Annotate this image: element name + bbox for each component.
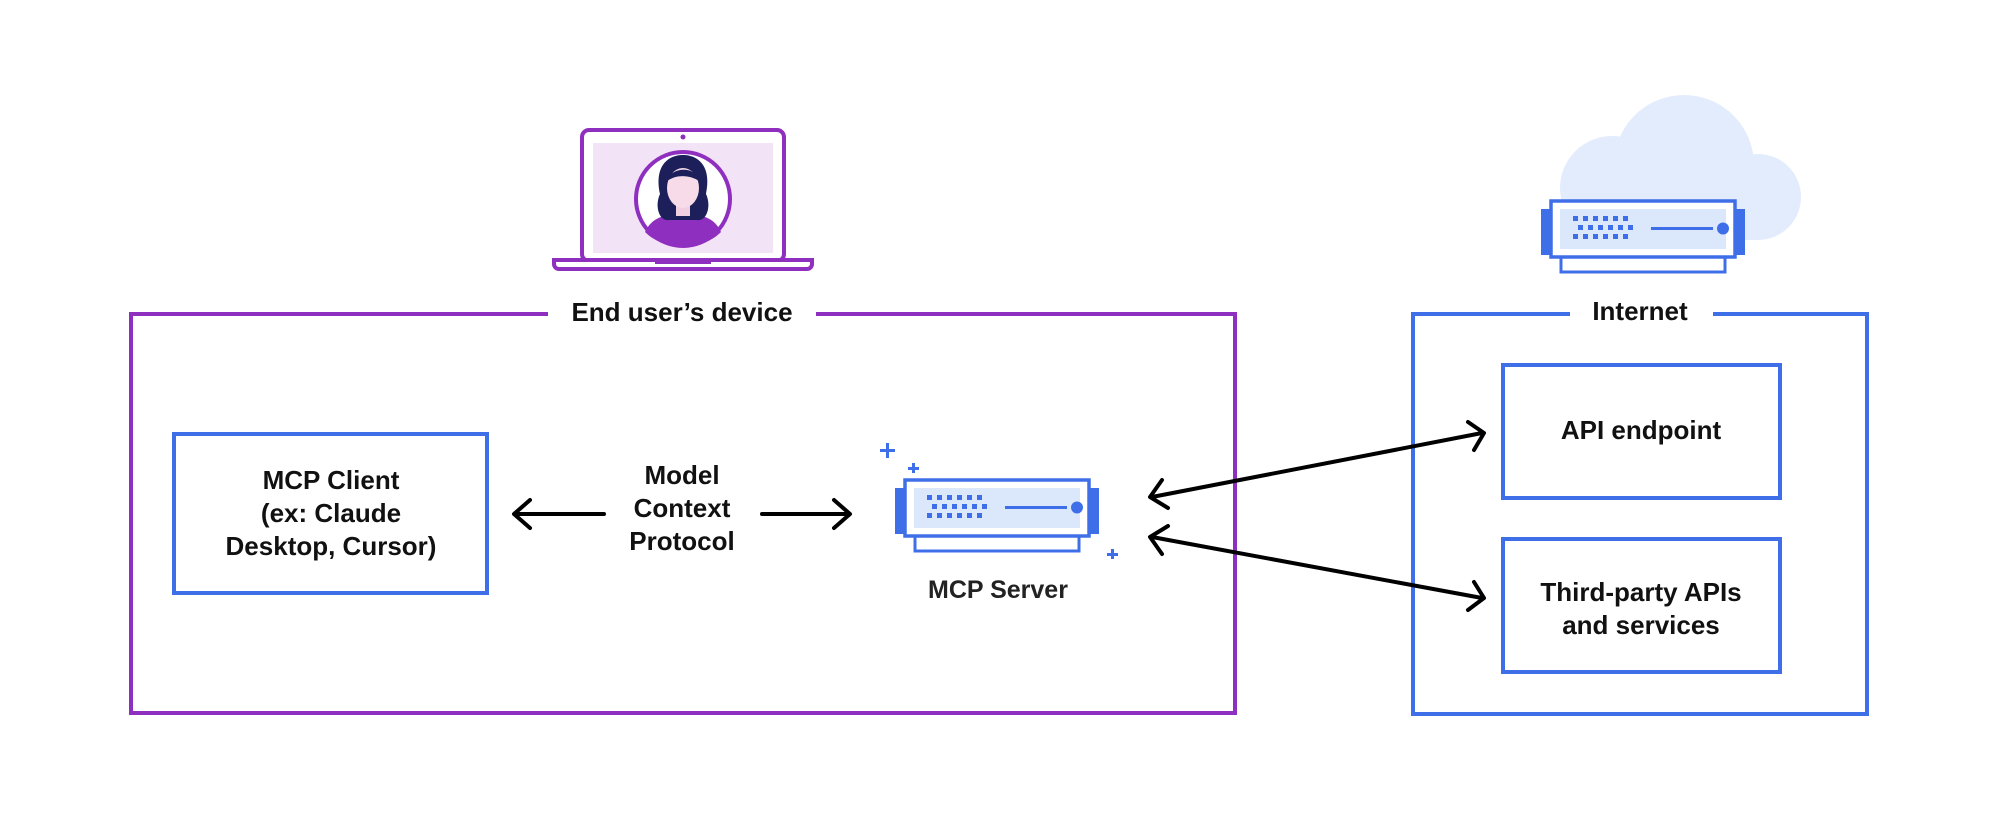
- api-endpoint-label: API endpoint: [1561, 415, 1722, 445]
- avatar: [634, 150, 732, 248]
- third-party-box: Third-party APIs and services: [1501, 537, 1782, 674]
- cloud-server-icon: [1539, 95, 1801, 274]
- protocol-label-line3: Protocol: [629, 526, 734, 556]
- mcp-client-label-line2: (ex: Claude: [261, 498, 401, 528]
- protocol-label-line1: Model: [644, 460, 719, 490]
- internet-region: Internet: [1411, 296, 1869, 716]
- arrow-protocol-server: [760, 498, 852, 530]
- protocol-label: Model Context Protocol: [629, 460, 734, 556]
- internet-region-label: Internet: [1592, 296, 1688, 326]
- arrow-client-protocol: [512, 498, 606, 530]
- laptop-user-icon: [552, 128, 814, 271]
- sparkle-icon: [880, 443, 1118, 559]
- server-icon: [893, 478, 1101, 553]
- internet-server-icon: [1539, 199, 1747, 274]
- mcp-client-label-line1: MCP Client: [263, 465, 400, 495]
- third-party-label-line2: and services: [1562, 610, 1720, 640]
- api-endpoint-box: API endpoint: [1501, 363, 1782, 500]
- arrow-server-api-endpoint: [1148, 420, 1486, 510]
- device-region-label-gap: [548, 296, 816, 332]
- mcp-server: MCP Server: [880, 443, 1118, 604]
- third-party-label-line1: Third-party APIs: [1540, 577, 1741, 607]
- protocol-label-line2: Context: [634, 493, 731, 523]
- mcp-client-box: MCP Client (ex: Claude Desktop, Cursor): [172, 432, 489, 595]
- internet-region-label-gap: [1570, 296, 1713, 332]
- mcp-server-label: MCP Server: [928, 576, 1068, 604]
- mcp-client-label-line3: Desktop, Cursor): [226, 531, 437, 561]
- device-region-label: End user’s device: [571, 297, 792, 327]
- arrow-server-third-party: [1148, 524, 1486, 612]
- device-region: End user’s device: [129, 296, 1237, 715]
